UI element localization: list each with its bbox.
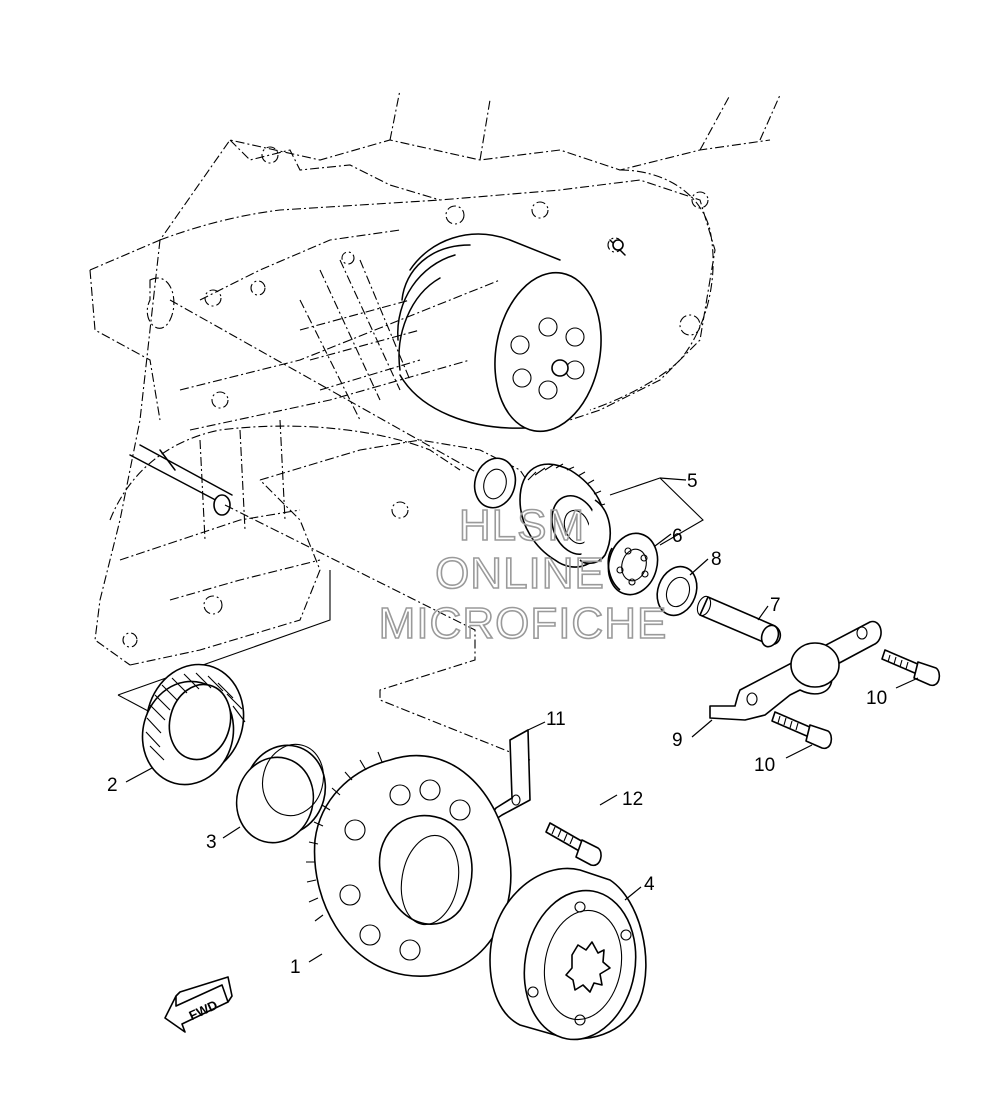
collar-3 [235, 743, 327, 844]
shaft-7 [696, 595, 782, 648]
callout-9: 9 [672, 730, 683, 751]
plate-9 [709, 620, 882, 721]
callout-5: 5 [687, 471, 698, 492]
oil-seal [473, 457, 517, 509]
bolt-10-lower [771, 711, 833, 750]
leader-lines [125, 477, 919, 963]
washer-8 [656, 565, 698, 617]
watermark-line-2: ONLINE [435, 549, 605, 598]
callout-7: 7 [770, 595, 781, 616]
crankcase-outline [89, 89, 781, 666]
callout-11: 11 [546, 709, 566, 730]
idler-gear-assembly [519, 463, 611, 568]
starter-wheel-gear-1 [306, 751, 512, 977]
callout-3: 3 [206, 832, 217, 853]
bearing-6 [607, 532, 659, 596]
callout-12: 12 [622, 789, 643, 810]
callout-10-lower: 10 [754, 755, 775, 776]
callout-10-upper: 10 [866, 688, 887, 709]
callout-1: 1 [290, 957, 301, 978]
callout-4: 4 [644, 874, 655, 895]
one-way-clutch-4 [489, 867, 647, 1041]
watermark-line-3: MICROFICHE [379, 599, 668, 648]
fwd-arrow-icon: FWD [164, 976, 233, 1033]
callout-2: 2 [107, 775, 118, 796]
needle-bearing-2 [141, 663, 246, 786]
callout-labels: 1 2 3 4 5 6 7 8 9 10 10 11 12 [107, 471, 887, 978]
bolt-10-upper [881, 649, 941, 687]
crankshaft-stub [129, 444, 233, 516]
callout-6: 6 [672, 526, 683, 547]
watermark: HLSM ONLINE MICROFICHE [378, 500, 668, 649]
callout-8: 8 [711, 549, 722, 570]
clutch-housing [397, 233, 626, 433]
watermark-line-1: HLSM [459, 501, 585, 550]
bolt-12 [545, 822, 602, 867]
